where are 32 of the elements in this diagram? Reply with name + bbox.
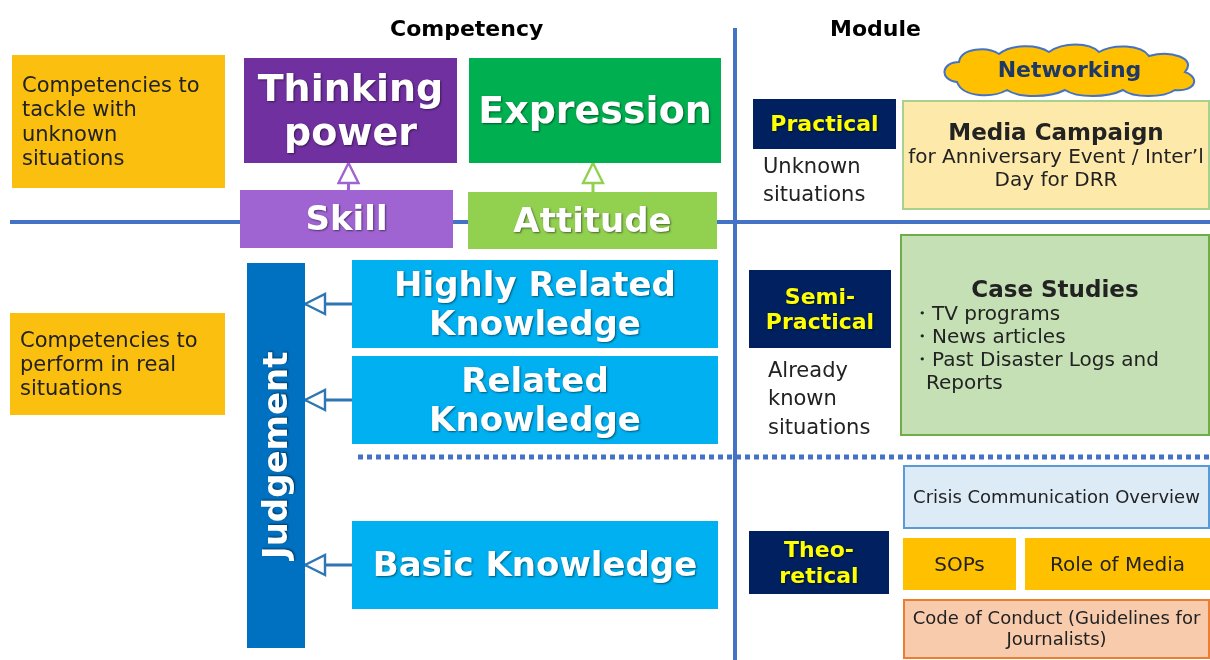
- tag-text: Networking: [997, 57, 1142, 83]
- box-heading: Media Campaign: [948, 118, 1164, 146]
- caption-text: Already known situations: [768, 357, 872, 441]
- column-heading: Module: [830, 15, 921, 43]
- note-box: Competencies to perform in real situations: [10, 313, 225, 415]
- level-box: Practical: [753, 99, 896, 149]
- box-text: ・News articles: [912, 325, 1066, 349]
- competency-box: Thinking power: [244, 58, 457, 163]
- module-box: [900, 234, 1210, 436]
- competency-box: Skill: [240, 190, 453, 248]
- judgement-bar: Judgement: [247, 263, 305, 648]
- box-text: for Anniversary Event / Inter’l Day for DRR: [907, 145, 1205, 192]
- column-heading: Competency: [390, 15, 544, 43]
- module-box: Crisis Communication Overview: [903, 465, 1210, 529]
- knowledge-box: Highly Related Knowledge: [352, 260, 718, 348]
- arrow: [337, 161, 360, 190]
- module-box: Role of Media: [1025, 538, 1210, 590]
- box-text: ・Past Disaster Logs and Reports: [912, 348, 1160, 395]
- competency-box: Attitude: [468, 192, 717, 249]
- caption-text: Unknown situations: [763, 153, 867, 209]
- arrow: [581, 161, 605, 192]
- level-box: Theo- retical: [749, 531, 889, 594]
- level-box: Semi- Practical: [749, 270, 891, 348]
- box-text: ・TV programs: [912, 302, 1061, 326]
- knowledge-box: Basic Knowledge: [352, 521, 718, 609]
- box-heading: Case Studies: [971, 275, 1139, 303]
- competency-box: Expression: [469, 58, 721, 163]
- module-box: Code of Conduct (Guidelines for Journalists): [903, 599, 1210, 659]
- module-box: SOPs: [903, 538, 1016, 590]
- knowledge-box: Related Knowledge: [352, 356, 718, 444]
- module-box: [902, 100, 1210, 210]
- note-box: Competencies to tackle with unknown situations: [12, 55, 225, 188]
